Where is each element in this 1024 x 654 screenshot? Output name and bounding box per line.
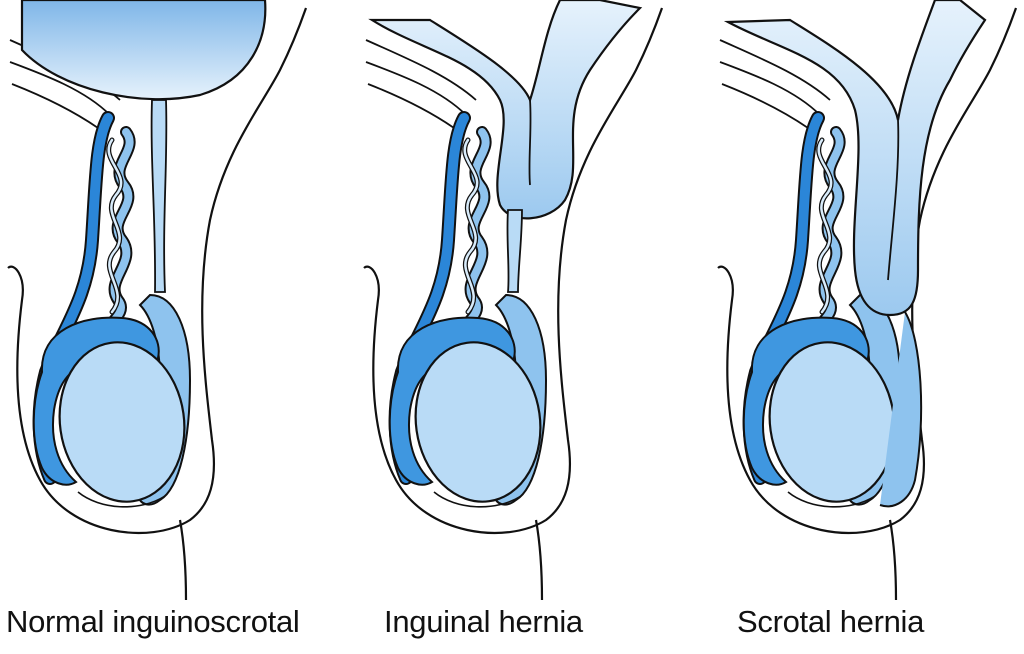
hernia-sac [728, 0, 985, 315]
caption-scrotal-hernia: Scrotal hernia [737, 604, 924, 640]
peritoneal-sac [22, 0, 265, 99]
caption-normal: Normal inguinoscrotal [6, 604, 300, 640]
caption-inguinal-hernia: Inguinal hernia [384, 604, 583, 640]
processus-vaginalis [507, 210, 522, 292]
processus-vaginalis [152, 100, 167, 292]
panel-scrotal-hernia [718, 0, 1016, 600]
panel-normal [8, 0, 306, 600]
hernia-sac [372, 0, 640, 218]
panel-inguinal-hernia [364, 0, 662, 600]
